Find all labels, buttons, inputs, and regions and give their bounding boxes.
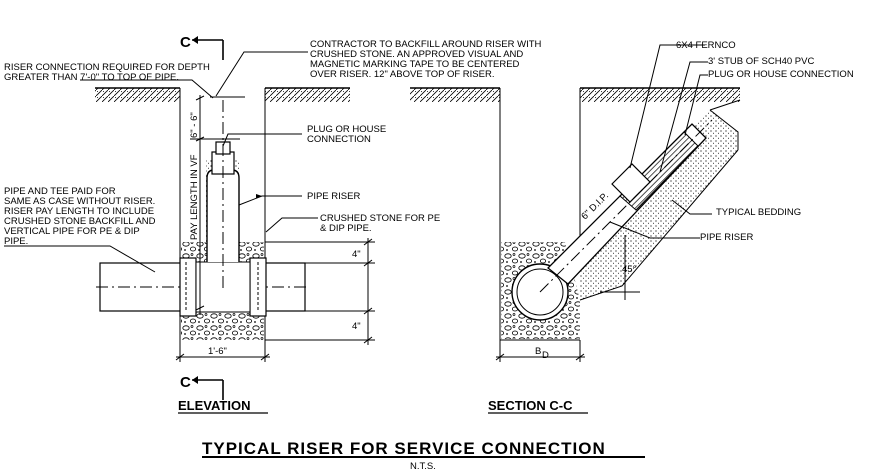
note-backfill-2: CRUSHED STONE. AN APPROVED VISUAL AND — [310, 49, 523, 60]
ground-hatch-left — [95, 88, 180, 102]
dim-bd: B — [535, 346, 541, 357]
dim-width: 1'-6" — [208, 346, 227, 357]
section-marker-top: C — [180, 34, 191, 51]
note-riser-depth-1: RISER CONNECTION REQUIRED FOR DEPTH — [4, 62, 210, 73]
note-pipe-riser: PIPE RISER — [307, 191, 360, 202]
section-label: SECTION C-C — [488, 398, 573, 413]
elevation-view — [4, 36, 375, 400]
note-pipe-tee-3: RISER PAY LENGTH TO INCLUDE — [4, 206, 154, 217]
dim-bd-subscript: D — [542, 350, 549, 361]
note-backfill-3: MAGNETIC MARKING TAPE TO BE CENTERED — [310, 59, 520, 70]
typical-bedding — [580, 110, 738, 300]
note-plug-1: PLUG OR HOUSE — [307, 124, 386, 135]
elevation-label: ELEVATION — [178, 398, 250, 413]
note-pipe-tee-4: CRUSHED STONE BACKFILL AND — [4, 216, 156, 227]
dim-upper-4: 4" — [352, 249, 361, 260]
section-view — [410, 44, 741, 362]
dim-lower-4: 4" — [352, 321, 361, 332]
dim-top: 6" - 6" — [189, 112, 200, 138]
section-marker-bottom: C — [180, 374, 191, 391]
note-pipe-tee-2: SAME AS CASE WITHOUT RISER. — [4, 196, 155, 207]
note-fernco: 6x4 FERNCO — [676, 40, 736, 51]
note-pipe-tee-5: VERTICAL PIPE FOR PE & DIP — [4, 226, 140, 237]
tee-bell-left — [179, 257, 197, 317]
note-backfill-4: OVER RISER. 12" ABOVE TOP OF RISER. — [310, 69, 494, 80]
note-plug-2: CONNECTION — [307, 134, 371, 145]
note-pipe-tee-1: PIPE AND TEE PAID FOR — [4, 186, 116, 197]
dim-angle: 45° — [622, 264, 637, 275]
note-stub: 3' STUB OF SCH40 PVC — [708, 56, 814, 67]
ground-hatch-right — [265, 88, 350, 102]
section-ground-hatch-right — [580, 88, 740, 102]
drawing-subtitle: N.T.S. — [410, 461, 436, 472]
drawing-title: TYPICAL RISER FOR SERVICE CONNECTION — [202, 439, 606, 458]
note-crushed-stone-1: CRUSHED STONE FOR PE — [320, 213, 440, 224]
note-pipe-tee-6: PIPE. — [4, 236, 28, 247]
note-section-plug: PLUG OR HOUSE CONNECTION — [708, 69, 854, 80]
note-section-riser: PIPE RISER — [700, 232, 753, 243]
note-riser-depth-2: GREATER THAN 7'-0" TO TOP OF PIPE. — [4, 72, 179, 83]
note-typical-bedding: TYPICAL BEDDING — [716, 207, 801, 218]
note-backfill-1: CONTRACTOR TO BACKFILL AROUND RISER WITH — [310, 39, 542, 50]
dim-pay-length: PAY LENGTH IN VF — [189, 154, 200, 240]
section-ground-hatch-left — [410, 88, 500, 102]
note-crushed-stone-2: & DIP PIPE. — [320, 223, 372, 234]
